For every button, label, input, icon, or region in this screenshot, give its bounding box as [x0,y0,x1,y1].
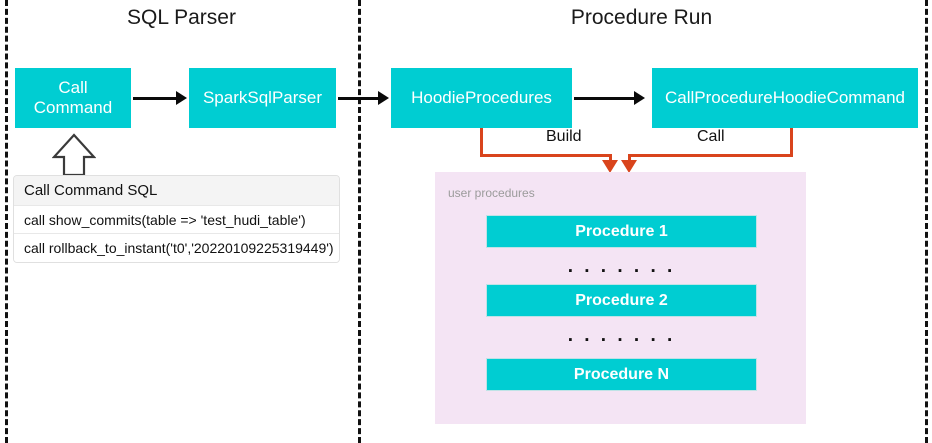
node-call-command-label-line2: Command [33,98,113,117]
build-connector-drop [609,154,612,163]
build-connector-horizontal [480,154,611,157]
call-arrow-head [621,160,637,173]
node-spark-sql-parser-label: SparkSqlParser [202,88,323,108]
divider-right [925,0,928,443]
build-connector-vertical [480,128,483,156]
node-call-procedure-hoodie-command[interactable]: CallProcedureHoodieCommand [652,68,918,128]
edge-label-call: Call [697,128,725,145]
call-connector-vertical [790,128,793,156]
node-call-command[interactable]: Call Command [15,68,131,128]
arrow-hoodieprocedures-to-callprocedure-line [574,97,636,100]
node-call-procedure-hoodie-command-label: CallProcedureHoodieCommand [664,88,905,108]
procedure-box[interactable]: Procedure 1 [486,215,757,248]
user-procedures-panel-label: user procedures [448,186,535,200]
sql-table-row: call rollback_to_instant('t0','202201092… [14,234,339,262]
procedure-box-label: Procedure N [573,365,670,383]
arrow-callcommand-to-sparksqlparser-head [176,91,187,105]
procedure-box-label: Procedure 2 [575,291,668,309]
procedure-box[interactable]: Procedure N [486,358,757,391]
arrow-callcommand-to-sparksqlparser-line [133,97,178,100]
divider-left [5,0,8,443]
sql-table-row: call show_commits(table => 'test_hudi_ta… [14,206,339,234]
call-connector-drop [628,154,631,163]
procedure-ellipsis: . . . . . . . [567,256,676,277]
call-command-sql-table: Call Command SQL call show_commits(table… [13,175,340,263]
call-connector-horizontal [628,154,793,157]
arrow-sparksqlparser-to-hoodieprocedures-line [338,97,380,100]
procedure-box[interactable]: Procedure 2 [486,284,757,317]
hollow-up-arrow-icon [51,133,97,177]
procedure-box-label: Procedure 1 [575,222,668,240]
build-arrow-head [602,160,618,173]
section-title-sql-parser: SQL Parser [127,6,236,29]
node-spark-sql-parser[interactable]: SparkSqlParser [189,68,336,128]
procedure-ellipsis: . . . . . . . [567,325,676,346]
node-call-command-label-line1: Call [58,78,88,98]
sql-table-header: Call Command SQL [14,176,339,206]
edge-label-build: Build [546,128,582,145]
section-title-procedure-run: Procedure Run [570,6,713,29]
node-hoodie-procedures-label: HoodieProcedures [411,88,552,108]
node-hoodie-procedures[interactable]: HoodieProcedures [391,68,572,128]
arrow-sparksqlparser-to-hoodieprocedures-head [378,91,389,105]
divider-middle [358,0,361,443]
arrow-hoodieprocedures-to-callprocedure-head [634,91,645,105]
